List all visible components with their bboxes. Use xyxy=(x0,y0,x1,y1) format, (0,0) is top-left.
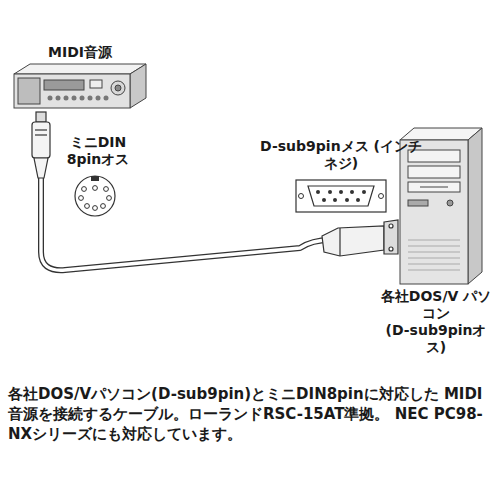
caption-text: 各社DOS/Vパソコン(D-sub9pin)とミニDIN8pinに対応した MI… xyxy=(8,384,492,444)
mini-din-face-icon xyxy=(75,176,115,216)
node-label: (D-sub9pinオス) xyxy=(376,322,496,356)
midi-module-drawing xyxy=(14,64,146,108)
mini-din-plug-drawing xyxy=(32,112,50,178)
pc-tower: 各社DOS/V パソコン(D-sub9pinオス) xyxy=(376,124,496,358)
node-label: 各社DOS/V パソコン xyxy=(376,288,496,322)
node-label: MIDI音源 xyxy=(14,44,146,61)
dsub-face-icon xyxy=(296,180,386,212)
connector-label: ミニDIN 8pinオス xyxy=(60,134,136,168)
connector-label: D-sub9pinメス (インチネジ) xyxy=(258,138,424,172)
midi-module: MIDI音源 xyxy=(10,40,150,112)
dsub-plug-drawing xyxy=(322,220,398,256)
